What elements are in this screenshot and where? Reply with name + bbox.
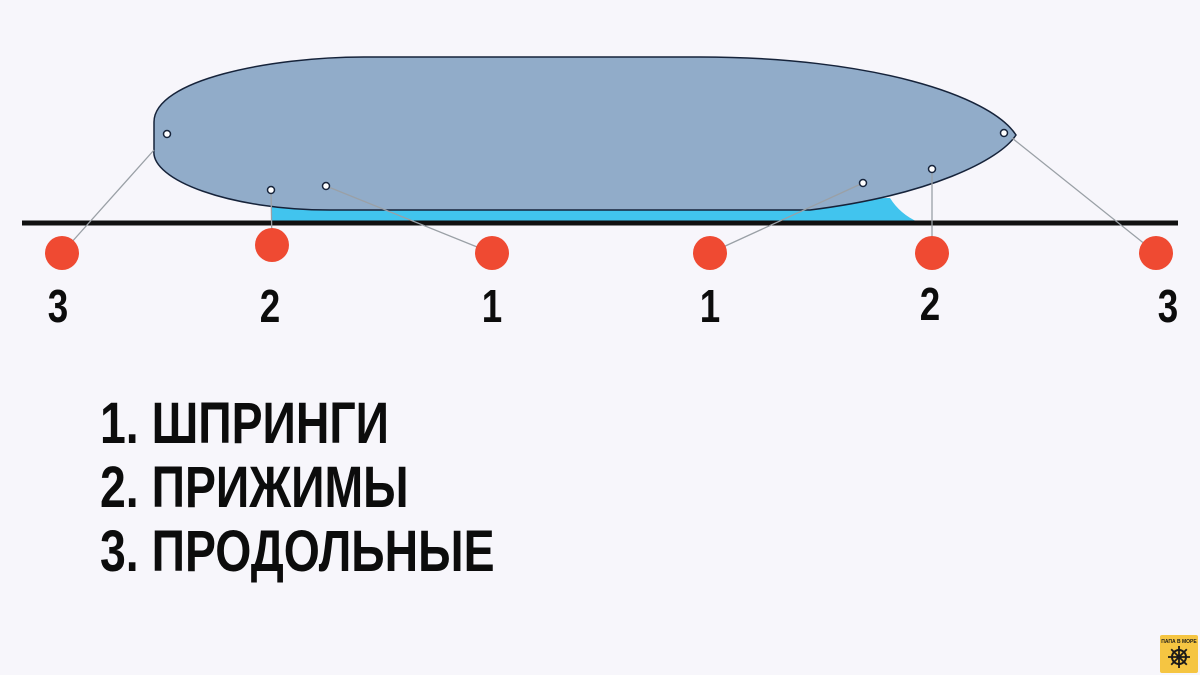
- mooring-line-3: [1011, 137, 1157, 254]
- bollard-label: 3: [48, 280, 68, 332]
- boat-cleats: [162, 128, 1009, 195]
- bollard-label: 3: [1158, 280, 1178, 332]
- mooring-line-1: [709, 182, 864, 254]
- bollard-label: 2: [260, 280, 280, 332]
- legend-item-breast-lines: 2. ПРИЖИМЫ: [100, 455, 409, 520]
- cleat: [999, 128, 1009, 138]
- legend-item-springs: 1. ШПРИНГИ: [100, 391, 390, 456]
- bollard-label: 2: [920, 278, 940, 330]
- logo-text: ПАПА В МОРЕ: [1161, 639, 1197, 645]
- bollards: 3 2 1 1 2 3: [45, 228, 1178, 332]
- bollard-1: [693, 236, 727, 270]
- bollard-label: 1: [700, 280, 720, 332]
- mooring-line-1: [325, 185, 493, 254]
- bollard-1: [475, 236, 509, 270]
- bollard-2: [255, 228, 289, 262]
- cleat: [162, 129, 172, 139]
- bollard-3: [45, 236, 79, 270]
- legend-item-bow-stern-lines: 3. ПРОДОЛЬНЫЕ: [100, 519, 495, 584]
- bollard-3: [1139, 236, 1173, 270]
- line-types-legend: 1. ШПРИНГИ 2. ПРИЖИМЫ 3. ПРОДОЛЬНЫЕ: [100, 392, 593, 584]
- ship-wheel-icon: ПАПА В МОРЕ: [1160, 635, 1198, 673]
- mooring-line-3: [61, 149, 155, 254]
- cleat: [927, 164, 937, 174]
- boat-hull: [153, 56, 1017, 211]
- cleat: [858, 178, 868, 188]
- cleat: [266, 185, 276, 195]
- cleat: [321, 181, 331, 191]
- bollard-label: 1: [482, 280, 502, 332]
- bollard-2: [915, 236, 949, 270]
